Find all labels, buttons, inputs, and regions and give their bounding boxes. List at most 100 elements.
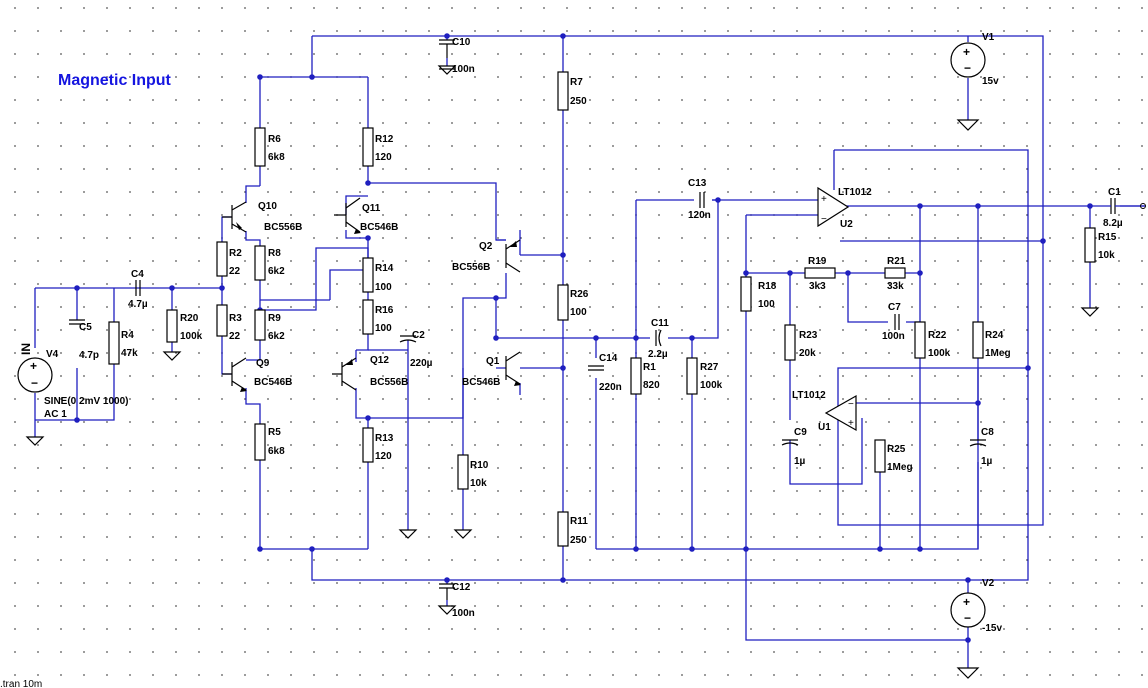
c10-ref: C10 (452, 37, 471, 48)
c12-ref: C12 (452, 582, 471, 593)
r14-value: 100 (375, 282, 392, 293)
r16-body[interactable] (362, 299, 374, 335)
r19-body[interactable] (804, 267, 836, 279)
q12-ref: Q12 (370, 355, 389, 366)
c4-ref: C4 (131, 269, 144, 280)
v4-ref: V4 (46, 349, 59, 360)
c8-ref: C8 (981, 427, 994, 438)
r1-body[interactable] (630, 357, 642, 395)
r14-body[interactable] (362, 257, 374, 293)
q12-symbol[interactable] (332, 357, 357, 391)
r1-ref: R1 (643, 362, 656, 373)
r3-body[interactable] (216, 304, 228, 337)
c12-symbol[interactable] (439, 583, 455, 600)
svg-text:+: + (963, 45, 970, 59)
r1-value: 820 (643, 380, 660, 391)
q11-symbol[interactable] (334, 197, 361, 234)
r19-ref: R19 (808, 256, 827, 267)
c4-value: 4.7µ (128, 299, 148, 310)
c5-symbol[interactable] (69, 319, 85, 325)
v2-symbol[interactable]: +− (950, 592, 986, 628)
r16-value: 100 (375, 323, 392, 334)
r13-body[interactable] (362, 427, 374, 463)
r21-body[interactable] (884, 267, 906, 279)
r24-body[interactable] (972, 321, 984, 359)
u2-symbol[interactable] (817, 186, 850, 228)
c7-value: 100n (882, 331, 905, 342)
r7-ref: R7 (570, 77, 583, 88)
c11-symbol[interactable] (655, 329, 662, 347)
q2-symbol[interactable] (505, 239, 521, 273)
svg-text:−: − (821, 214, 827, 225)
v4-ac: AC 1 (44, 409, 67, 420)
c14-symbol[interactable] (588, 365, 604, 371)
c8-symbol[interactable] (969, 439, 987, 447)
c13-symbol[interactable] (699, 192, 705, 208)
r8-value: 6k2 (268, 266, 285, 277)
r10-ref: R10 (470, 460, 489, 471)
r7-value: 250 (570, 96, 587, 107)
r4-body[interactable] (108, 321, 120, 365)
r10-body[interactable] (457, 454, 469, 490)
c13-ref: C13 (688, 178, 707, 189)
q9-model: BC546B (254, 377, 292, 388)
r22-body[interactable] (914, 321, 926, 359)
r26-value: 100 (570, 307, 587, 318)
q1-symbol[interactable] (505, 351, 521, 386)
r23-body[interactable] (784, 324, 796, 361)
output-terminal-icon[interactable] (1140, 203, 1146, 209)
ground-icon (398, 529, 418, 539)
r6-body[interactable] (254, 127, 266, 167)
r9-body[interactable] (254, 309, 266, 341)
c9-symbol[interactable] (781, 439, 799, 446)
c7-symbol[interactable] (894, 314, 900, 330)
r12-ref: R12 (375, 134, 394, 145)
u1-symbol[interactable] (824, 394, 857, 432)
v1-symbol[interactable]: +− (950, 42, 986, 78)
r8-ref: R8 (268, 248, 281, 259)
r6-ref: R6 (268, 134, 281, 145)
q1-model: BC546B (462, 377, 500, 388)
c2-symbol[interactable] (399, 335, 417, 343)
r14-ref: R14 (375, 263, 394, 274)
r12-value: 120 (375, 152, 392, 163)
q10-symbol[interactable] (222, 201, 247, 233)
transistor-symbols (222, 197, 521, 392)
c1-symbol[interactable] (1110, 198, 1116, 214)
r20-value: 100k (180, 331, 203, 342)
c10-value: 100n (452, 64, 475, 75)
v4-symbol[interactable]: +− (17, 357, 53, 393)
r15-body[interactable] (1084, 227, 1096, 263)
r3-value: 22 (229, 331, 241, 342)
r2-body[interactable] (216, 241, 228, 277)
sim-directive[interactable]: .tran 10m (0, 679, 42, 688)
r11-body[interactable] (557, 511, 569, 547)
c10-symbol[interactable] (439, 39, 455, 58)
r25-body[interactable] (874, 439, 886, 473)
c4-symbol[interactable] (135, 280, 141, 296)
r25-value: 1Meg (887, 462, 913, 473)
r5-body[interactable] (254, 423, 266, 461)
svg-text:+: + (821, 194, 827, 205)
ground-icon (437, 65, 457, 75)
v2-value: -15v (982, 623, 1002, 634)
r27-body[interactable] (686, 357, 698, 395)
q9-symbol[interactable] (222, 357, 247, 392)
ground-symbols (25, 65, 1100, 679)
r7-body[interactable] (557, 71, 569, 111)
c14-value: 220n (599, 382, 622, 393)
r8-body[interactable] (254, 245, 266, 281)
v1-ref: V1 (982, 32, 995, 43)
r13-value: 120 (375, 451, 392, 462)
ground-icon (25, 436, 45, 446)
r18-body[interactable] (740, 276, 752, 312)
r20-body[interactable] (166, 309, 178, 343)
r26-body[interactable] (557, 284, 569, 321)
schematic-title: Magnetic Input (58, 72, 172, 89)
r12-body[interactable] (362, 127, 374, 167)
v1-value: 15v (982, 76, 999, 87)
r22-ref: R22 (928, 330, 947, 341)
r22-value: 100k (928, 348, 951, 359)
